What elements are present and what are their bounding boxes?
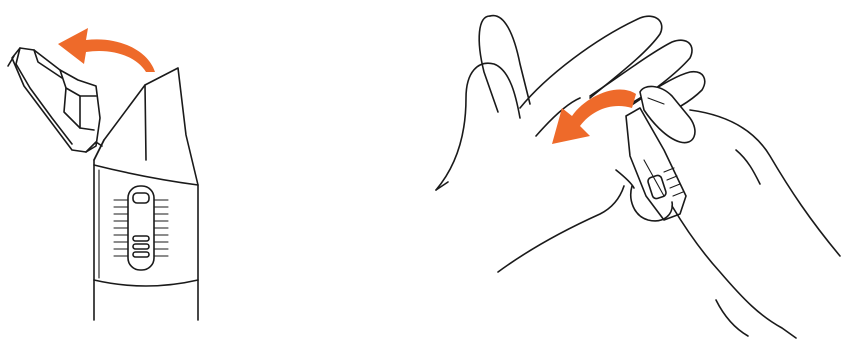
curved-arrow-icon <box>58 28 155 72</box>
slide-switch-icon <box>114 186 168 270</box>
hand-holding-cap-icon <box>616 86 840 338</box>
curved-arrow-icon <box>552 90 636 144</box>
hinged-cap-icon <box>8 48 102 152</box>
trimmer-body-icon <box>94 68 198 320</box>
open-palm-icon <box>436 16 705 272</box>
step-tap-out-panel <box>436 16 840 338</box>
step-open-cap-panel <box>8 28 198 320</box>
